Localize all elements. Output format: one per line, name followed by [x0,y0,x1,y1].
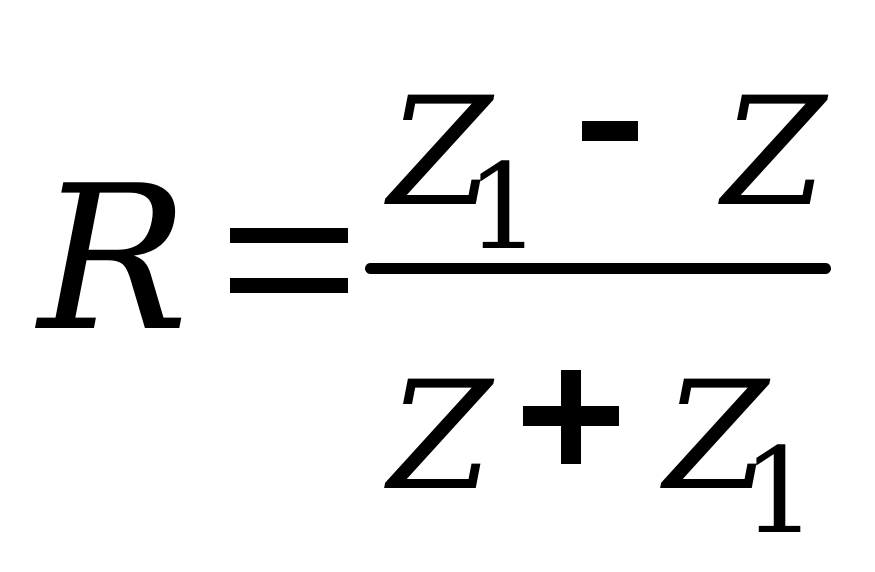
denominator-plus-sign-vertical [561,370,581,464]
numerator-term1: Z [388,66,493,240]
equals-sign-bottom-bar [230,278,348,293]
lhs-variable: R [38,143,189,376]
numerator-term2: Z [722,66,827,240]
denominator-term2-subscript: 1 [742,422,818,560]
numerator-term1-subscript: 1 [466,138,542,276]
denominator-term2: Z [664,350,769,524]
numerator-minus-sign [582,121,638,141]
fraction-bar [365,263,831,274]
equals-sign-top-bar [230,228,348,243]
denominator-term1: Z [388,350,493,524]
